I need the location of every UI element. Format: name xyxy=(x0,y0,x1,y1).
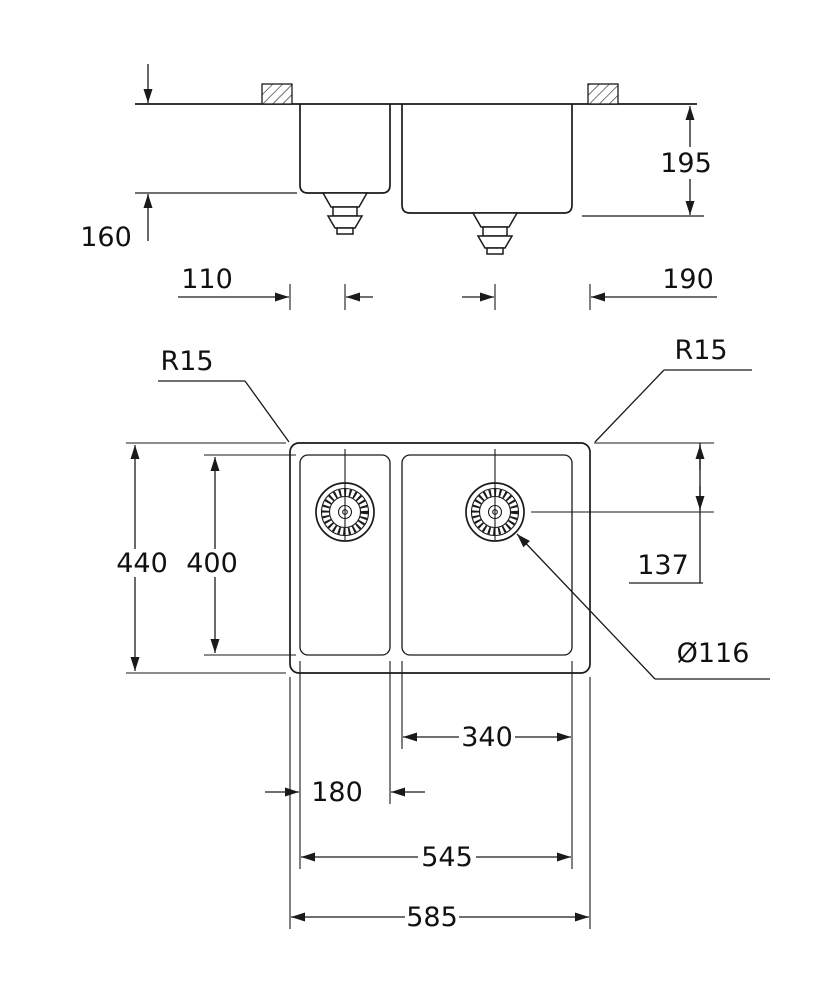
leader-line xyxy=(594,369,665,443)
dim-340: 340 xyxy=(401,661,573,869)
radius-label-left: R15 xyxy=(160,346,213,377)
countertop-hatch-left xyxy=(261,83,293,105)
diameter-callout: Ø116 xyxy=(516,533,770,680)
dim-label-137: 137 xyxy=(637,550,689,581)
drain-ring-inner xyxy=(478,495,512,529)
leader-line xyxy=(516,533,656,680)
dim-label-180: 180 xyxy=(311,777,363,808)
dim-label-160: 160 xyxy=(80,222,132,253)
side-view: 160 195 xyxy=(80,64,712,255)
dim-545: 545 xyxy=(301,842,571,873)
radius-label-right: R15 xyxy=(674,335,727,366)
dim-110: 110 xyxy=(178,264,373,302)
dim-440: 440 xyxy=(116,442,286,674)
radius-callout-right: R15 xyxy=(594,335,752,443)
drain-nut xyxy=(326,215,364,229)
drain-flange xyxy=(321,192,369,208)
sink-outer-outline xyxy=(289,442,591,674)
dim-160: 160 xyxy=(80,64,297,253)
drain-tail xyxy=(336,227,354,235)
dim-label-340: 340 xyxy=(461,722,513,753)
dim-180: 180 xyxy=(265,661,425,869)
dim-195: 195 xyxy=(582,106,712,217)
right-drain-fitting xyxy=(471,212,519,255)
drain-ring xyxy=(320,487,370,537)
drain-cap xyxy=(487,504,503,520)
countertop-hatch-right xyxy=(587,83,619,105)
dim-label-110: 110 xyxy=(181,264,233,295)
drain-center xyxy=(342,509,348,515)
right-bowl-profile xyxy=(401,104,573,214)
drain-outer-circle xyxy=(465,482,525,542)
left-bowl-profile xyxy=(299,104,391,194)
drain-body xyxy=(332,206,358,217)
drain-outer-circle xyxy=(315,482,375,542)
drain-strainer-ticks xyxy=(322,489,368,535)
top-view: 440 400 137 Ø116 xyxy=(116,442,770,933)
drain-body xyxy=(482,226,508,237)
right-bowl-outline xyxy=(401,454,573,656)
radius-callout-left: R15 xyxy=(158,346,290,443)
drain-flange xyxy=(471,212,519,228)
dim-label-diameter: Ø116 xyxy=(677,638,750,669)
drain-cap xyxy=(337,504,353,520)
drain-nut xyxy=(476,235,514,249)
dim-label-190: 190 xyxy=(662,264,714,295)
dim-label-400: 400 xyxy=(186,548,238,579)
drain-strainer-ticks xyxy=(472,489,518,535)
drain-ring-inner xyxy=(328,495,362,529)
dim-137: 137 xyxy=(531,442,714,584)
dim-label-585: 585 xyxy=(406,902,458,933)
dim-400: 400 xyxy=(186,454,296,656)
drain-offset-dimensions: 110 190 xyxy=(178,264,717,310)
drain-tail xyxy=(486,247,504,255)
dim-190: 190 xyxy=(462,264,717,302)
drain-center xyxy=(492,509,498,515)
dim-585: 585 xyxy=(289,677,591,933)
dim-label-440: 440 xyxy=(116,548,168,579)
left-drain-top xyxy=(315,449,375,542)
leader-line xyxy=(244,380,290,443)
left-drain-fitting xyxy=(321,192,369,235)
right-drain-top xyxy=(465,449,525,542)
dim-label-545: 545 xyxy=(421,842,473,873)
dim-label-195: 195 xyxy=(660,148,712,179)
drain-ring xyxy=(470,487,520,537)
